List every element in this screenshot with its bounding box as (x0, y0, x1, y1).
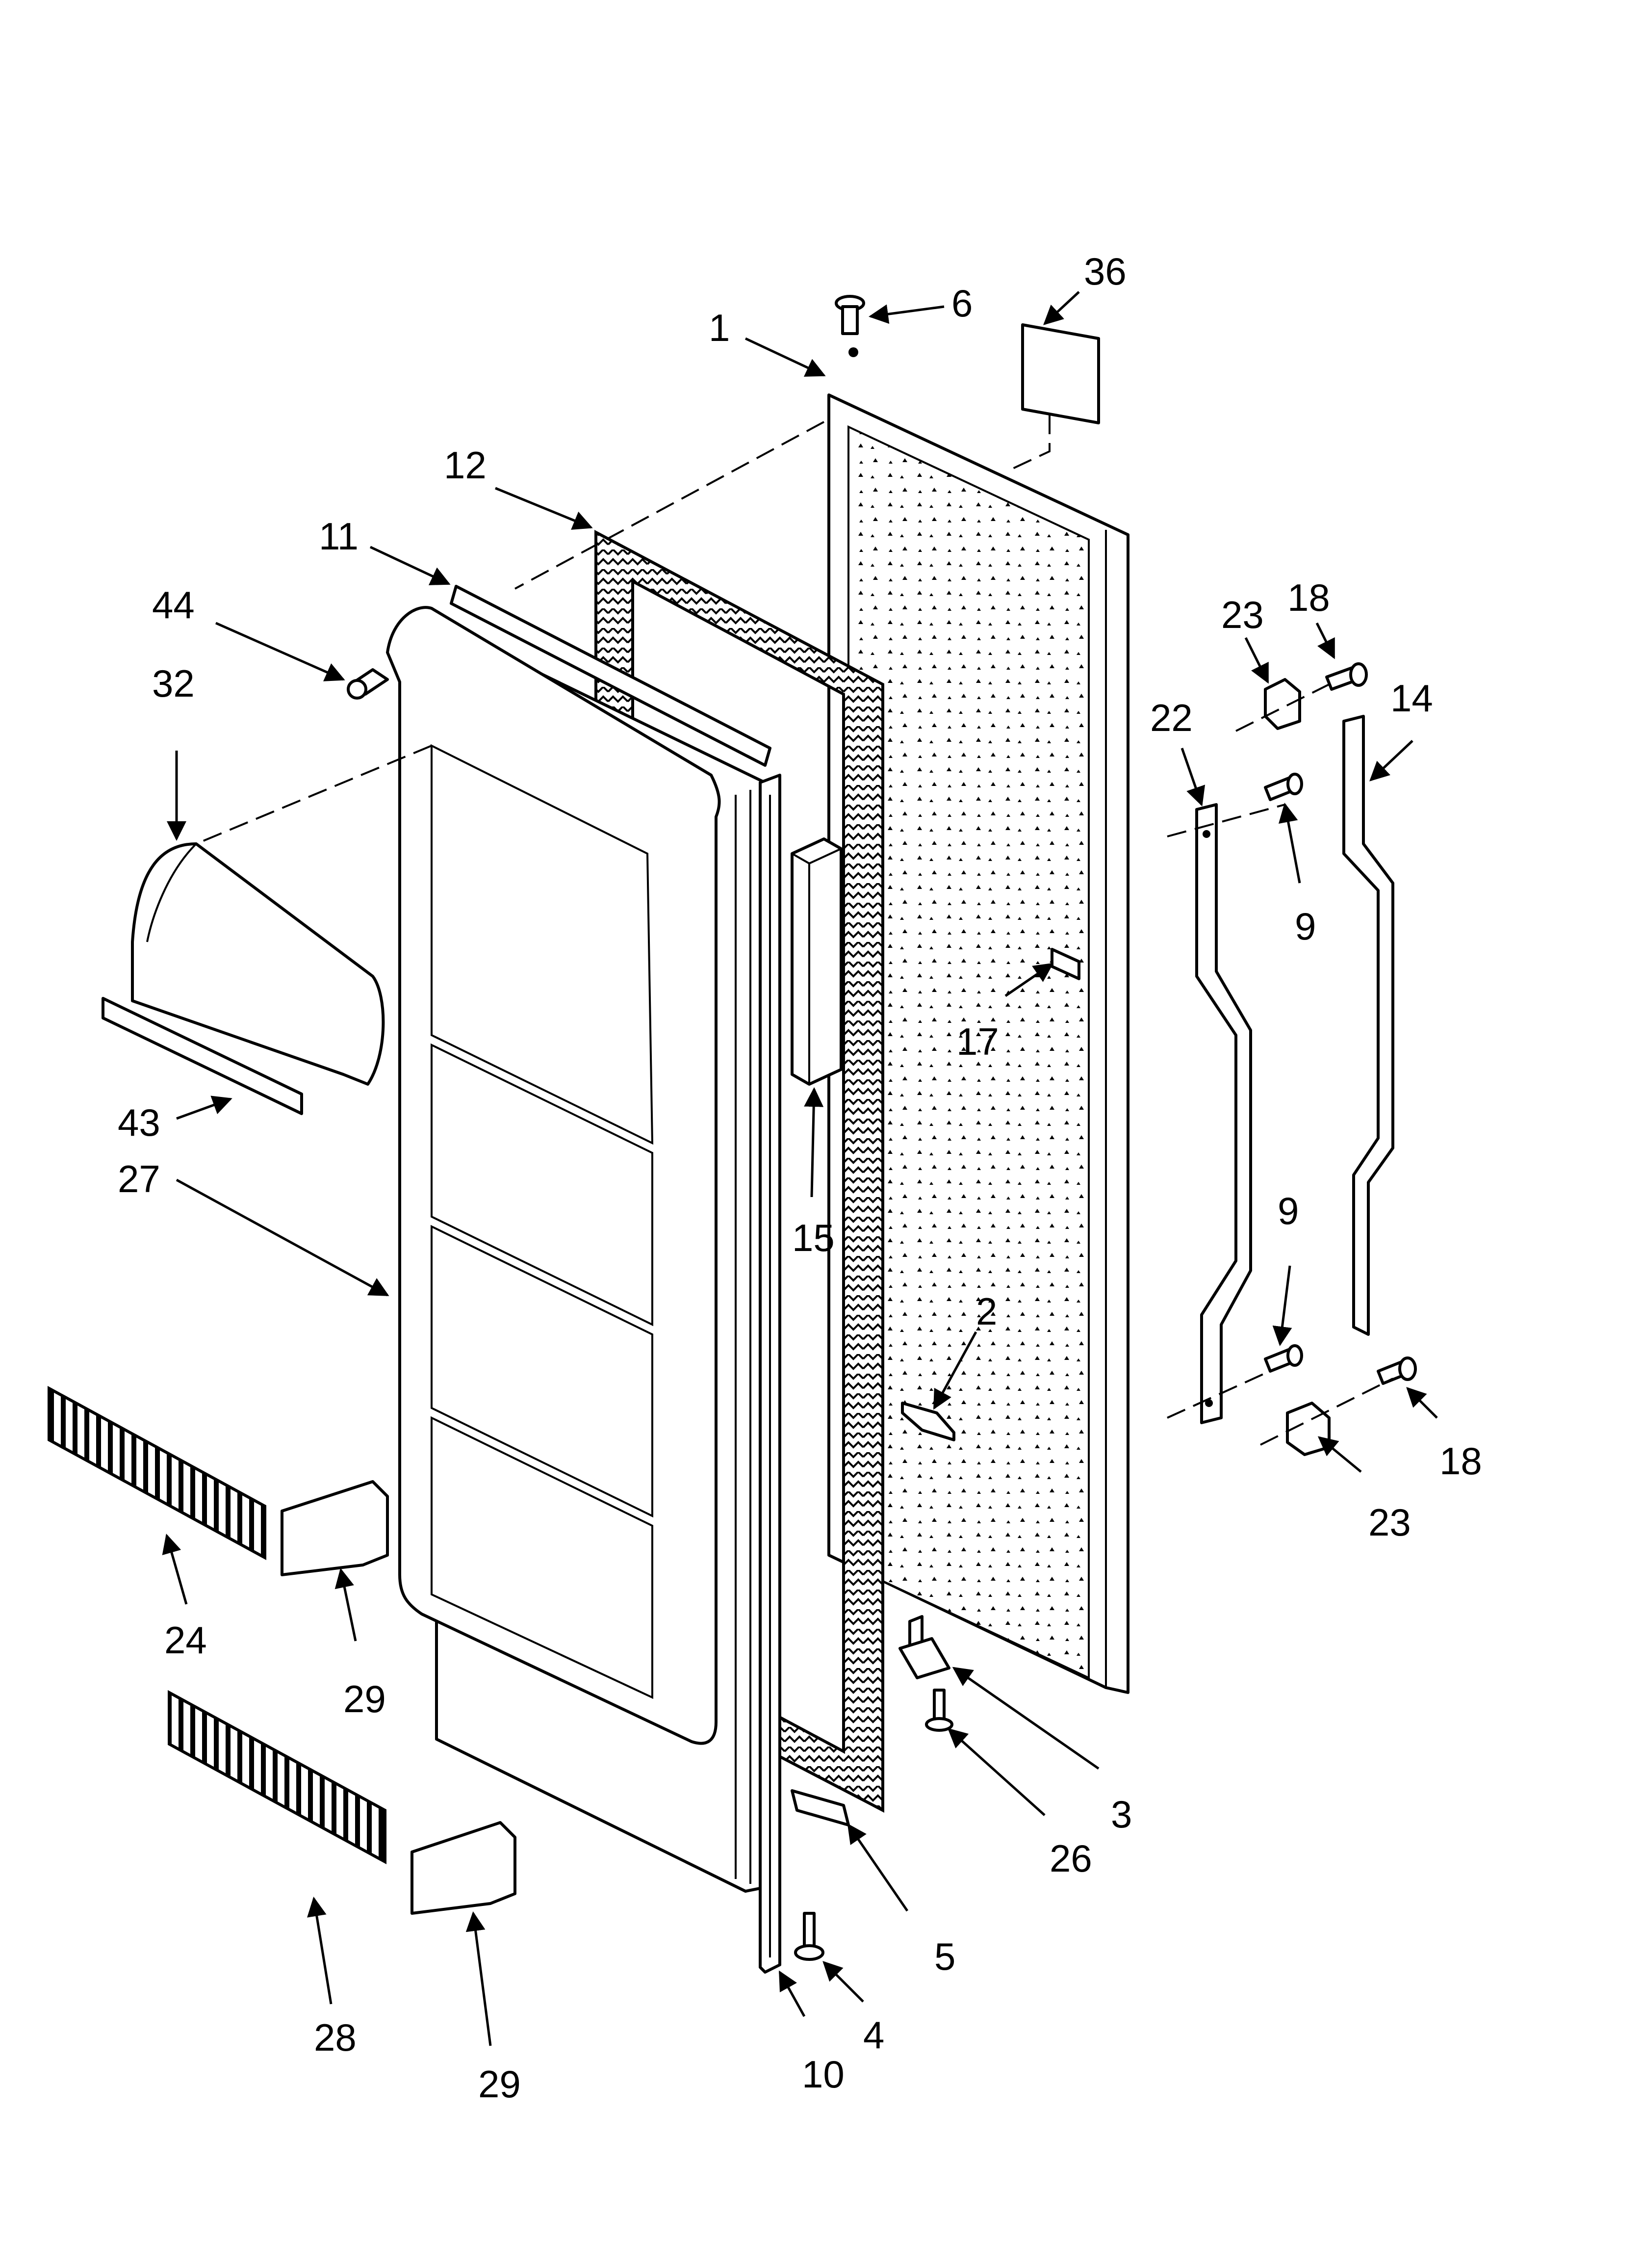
hinge-pin-part-3 (898, 1615, 950, 1679)
callout-18-lower: 18 (1439, 1439, 1482, 1483)
callout-9-upper: 9 (1295, 905, 1316, 948)
door-handle-part-22 (1195, 803, 1252, 1424)
strip-part-43 (102, 997, 303, 1115)
callout-14: 14 (1390, 677, 1433, 720)
callout-5: 5 (934, 1935, 955, 1978)
assembly-lines (196, 421, 1393, 1446)
callout-24: 24 (164, 1618, 207, 1662)
callout-36: 36 (1084, 250, 1127, 293)
callout-11: 11 (319, 515, 359, 558)
door-liner-part-27 (386, 606, 771, 1893)
screw-part-26 (925, 1689, 953, 1732)
callout-6: 6 (951, 282, 973, 325)
grille-part-24 (48, 1385, 266, 1561)
clip-part-17 (1051, 948, 1080, 980)
callout-1: 1 (709, 306, 730, 349)
foam-block-part-15 (791, 837, 843, 1086)
callout-12: 12 (444, 443, 487, 487)
callout-28: 28 (314, 2016, 357, 2059)
callout-10: 10 (802, 2053, 845, 2096)
callout-3: 3 (1111, 1793, 1132, 1836)
callout-27: 27 (118, 1157, 160, 1200)
shelf-clip-part-29-lower (410, 1821, 516, 1915)
screw-part-44 (347, 668, 389, 700)
bracket-part-5 (791, 1789, 850, 1826)
callout-22: 22 (1150, 696, 1193, 739)
callout-numbers: 1 6 36 12 11 44 32 43 27 24 29 28 29 10 … (118, 250, 1482, 2106)
screw-part-9-upper (1264, 773, 1303, 801)
screw-part-18-upper (1325, 662, 1368, 691)
end-cap-part-23-upper (1264, 678, 1301, 730)
callout-26: 26 (1050, 1837, 1092, 1880)
screw-part-18-lower (1377, 1356, 1417, 1385)
callout-2: 2 (976, 1290, 997, 1333)
plug-part-6 (835, 295, 865, 335)
callout-18-upper: 18 (1287, 576, 1330, 619)
callout-44: 44 (152, 583, 195, 626)
callout-43: 43 (118, 1101, 160, 1144)
label-card-part-36 (1012, 323, 1100, 469)
handle-trim-part-14 (1342, 715, 1394, 1336)
callout-23-lower: 23 (1368, 1501, 1411, 1544)
callout-29-upper: 29 (343, 1677, 386, 1721)
callout-29-lower: 29 (478, 2062, 521, 2106)
callout-9-lower: 9 (1278, 1189, 1299, 1232)
callout-4: 4 (863, 2013, 884, 2057)
screw-part-9-lower (1264, 1344, 1303, 1373)
callout-32: 32 (152, 662, 195, 705)
callout-15: 15 (792, 1216, 835, 1259)
top-strip-part-11 (450, 585, 771, 767)
grille-part-28 (168, 1690, 386, 1865)
callout-17: 17 (956, 1020, 999, 1063)
screw-part-4 (794, 1912, 824, 1961)
shelf-clip-part-29-upper (281, 1480, 389, 1576)
leader-arrows (162, 291, 1438, 2046)
hinge-strip-part-10 (759, 774, 781, 1974)
dispenser-cover-part-32 (131, 842, 385, 1086)
callout-23-upper: 23 (1221, 593, 1264, 636)
bracket-part-2 (901, 1402, 955, 1441)
